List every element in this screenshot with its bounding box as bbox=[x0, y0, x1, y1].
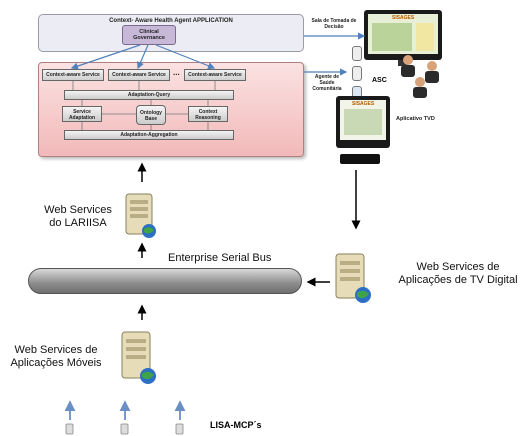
context-aware-service-1: Context-aware Service bbox=[42, 69, 104, 81]
esb-label: Enterprise Serial Bus bbox=[168, 252, 272, 264]
server-lariisa-icon bbox=[125, 193, 156, 238]
screen-title-top: SISAGES bbox=[392, 15, 415, 21]
asc-label: ASC bbox=[372, 77, 387, 84]
set-top-box bbox=[340, 154, 380, 164]
ws-mobile-label: Web Services de Aplicações Móveis bbox=[4, 344, 108, 370]
ws-lariisa-label: Web Services do LARIISA bbox=[38, 204, 118, 230]
context-aware-service-3: Context-aware Service bbox=[184, 69, 246, 81]
application-box: Context- Aware Health Agent APPLICATION bbox=[38, 14, 304, 52]
server-mobile-icon bbox=[121, 331, 156, 384]
decision-room-screen: SISAGES bbox=[368, 14, 438, 54]
ws-lariisa-text: Web Services do LARIISA bbox=[44, 204, 112, 229]
ws-tv-text: Web Services de Aplicações de TV Digital bbox=[398, 261, 518, 286]
tv-monitor: SISAGES bbox=[336, 96, 390, 148]
service-adaptation-box: Service Adaptation bbox=[62, 106, 102, 122]
people-icon bbox=[401, 55, 439, 98]
adaptation-query-bar: Adaptation-Query bbox=[64, 90, 234, 100]
agente-saude-label: Agente de Saúde Comunitária bbox=[312, 74, 342, 92]
screen-map-area bbox=[372, 23, 412, 51]
context-reasoning-box: Context Reasoning bbox=[188, 106, 228, 122]
ontology-base-box: Ontology Base bbox=[136, 105, 166, 125]
context-aware-service-2: Context-aware Service bbox=[108, 69, 170, 81]
clinical-governance-box: Clinical Governance bbox=[122, 25, 176, 45]
lisa-mcps-label: LISA-MCP´s bbox=[210, 420, 262, 430]
sala-decisao-label: Sala de Tomada de Decisão bbox=[311, 18, 357, 30]
server-tv-icon bbox=[335, 253, 371, 303]
screen-side-panel bbox=[416, 23, 434, 51]
mobile-phone-icon-2 bbox=[352, 66, 362, 81]
mobile-phone-icon bbox=[352, 46, 362, 61]
services-ellipsis: ... bbox=[173, 68, 180, 77]
tv-screen: SISAGES bbox=[340, 100, 386, 140]
aplicativo-tvd-label: Aplicativo TVD bbox=[396, 116, 435, 122]
adaptation-aggregation-bar: Adaptation-Aggregation bbox=[64, 130, 234, 140]
ws-mobile-text: Web Services de Aplicações Móveis bbox=[10, 344, 102, 369]
enterprise-serial-bus-pipe bbox=[28, 268, 302, 294]
application-title: Context- Aware Health Agent APPLICATION bbox=[109, 18, 233, 24]
tv-screen-content bbox=[344, 109, 382, 135]
decision-room-monitor: SISAGES bbox=[364, 10, 442, 60]
clinical-governance-label: Clinical Governance bbox=[133, 29, 165, 41]
monitor-stand bbox=[398, 60, 408, 66]
screen-title-tv: SISAGES bbox=[352, 101, 375, 107]
ws-tv-label: Web Services de Aplicações de TV Digital bbox=[396, 261, 520, 287]
